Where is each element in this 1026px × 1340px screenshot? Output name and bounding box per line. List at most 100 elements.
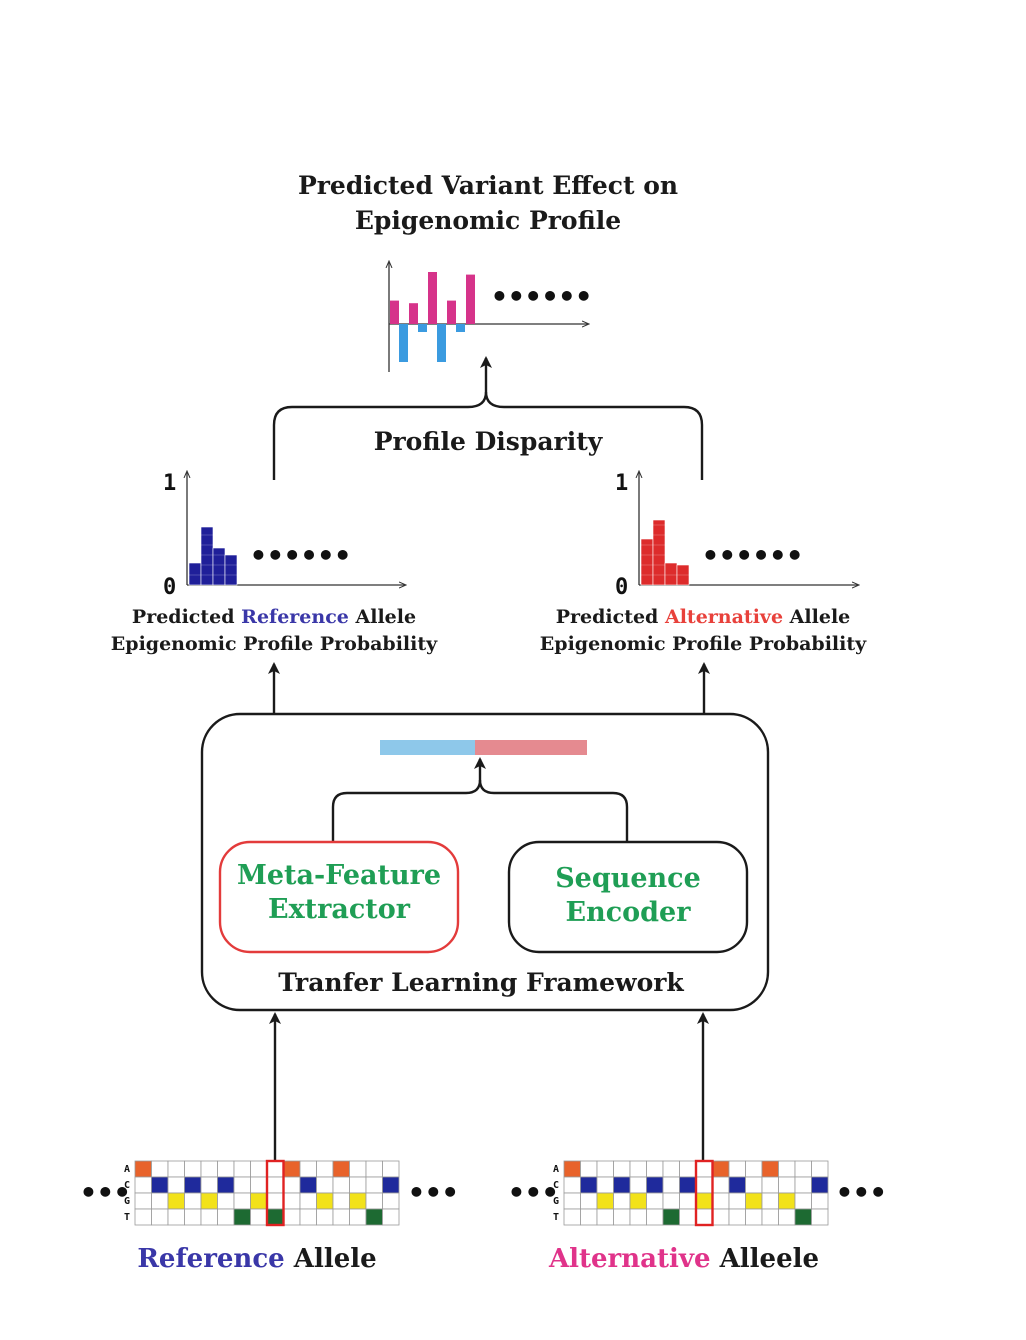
reference-grid-cell	[151, 1176, 169, 1194]
alternative-grid-cell	[712, 1208, 730, 1226]
alternative-grid-cell	[778, 1176, 796, 1194]
reference-allele-suffix: Allele	[285, 1244, 377, 1274]
reference-grid-cell	[184, 1192, 202, 1210]
effect-negative-bar	[399, 324, 408, 362]
reference-grid-cell	[134, 1192, 152, 1210]
reference-grid-cell	[250, 1176, 268, 1194]
reference-caption-line-2: Epigenomic Profile Probability	[111, 633, 438, 655]
profile-disparity-label: Profile Disparity	[374, 427, 604, 456]
reference-y-max: 1	[163, 471, 176, 496]
alternative-probability-bar	[664, 562, 678, 586]
alternative-grid-cell	[778, 1192, 796, 1210]
reference-row-letter: G	[124, 1196, 130, 1207]
reference-grid-cell	[167, 1176, 185, 1194]
alternative-grid-cell	[695, 1160, 713, 1178]
reference-grid-cell	[167, 1208, 185, 1226]
reference-y-min: 0	[163, 575, 176, 600]
reference-grid-cell	[217, 1160, 235, 1178]
encoder-merge-brace	[331, 757, 629, 842]
alternative-grid-cell	[712, 1192, 730, 1210]
reference-grid-cell	[184, 1176, 202, 1194]
reference-grid-cell	[266, 1208, 284, 1226]
reference-grid-cell	[316, 1208, 334, 1226]
title-line-1: Predicted Variant Effect on	[298, 171, 678, 200]
alternative-y-max: 1	[615, 471, 628, 496]
effect-positive-bar	[409, 303, 418, 324]
reference-caption-line-1: Predicted Reference Allele	[132, 606, 416, 628]
reference-probability-bar	[212, 547, 226, 586]
effect-ellipsis: ••••••	[491, 280, 592, 313]
alternative-grid-cell	[728, 1176, 746, 1194]
alternative-grid-cell	[596, 1176, 614, 1194]
alternative-grid-cell	[563, 1160, 581, 1178]
alternative-grid-cell	[811, 1192, 829, 1210]
alternative-grid-cell	[596, 1160, 614, 1178]
reference-grid-cell	[332, 1192, 350, 1210]
alternative-grid-cell	[695, 1208, 713, 1226]
alternative-grid-cell	[761, 1192, 779, 1210]
reference-grid-cell	[151, 1160, 169, 1178]
meta-feature-extractor-box	[218, 840, 460, 954]
reference-allele-highlight: Reference	[137, 1244, 284, 1274]
alternative-probability-bar	[676, 564, 690, 586]
alternative-grid-cell	[629, 1176, 647, 1194]
alternative-grid-cell	[811, 1176, 829, 1194]
reference-allele-label: Reference Allele	[137, 1244, 376, 1274]
effect-negative-bar	[418, 324, 427, 332]
alternative-grid-cell	[646, 1192, 664, 1210]
alternative-grid-cell	[811, 1160, 829, 1178]
alternative-grid-cell	[778, 1208, 796, 1226]
reference-grid-cell	[217, 1192, 235, 1210]
alternative-grid-cell	[629, 1192, 647, 1210]
alternative-grid-cell	[563, 1192, 581, 1210]
sequence-encoder-line-1: Sequence	[555, 863, 701, 894]
alternative-grid-cell	[745, 1208, 763, 1226]
alternative-row-letter: G	[553, 1196, 559, 1207]
alternative-allele-highlight: Alternative	[548, 1244, 711, 1274]
alternative-probability-bar	[640, 538, 654, 586]
alternative-grid-cell	[662, 1208, 680, 1226]
reference-grid-cell	[316, 1192, 334, 1210]
reference-grid-cell	[200, 1208, 218, 1226]
embedding-bar-right	[475, 740, 587, 755]
alternative-grid-cell	[613, 1208, 631, 1226]
alternative-grid-cell	[794, 1160, 812, 1178]
reference-grid-cell	[299, 1176, 317, 1194]
alternative-grid-cell	[712, 1160, 730, 1178]
alternative-grid-cell	[596, 1208, 614, 1226]
reference-caption-highlight: Reference	[241, 606, 349, 628]
alternative-y-min: 0	[615, 575, 628, 600]
alternative-grid-cell	[580, 1208, 598, 1226]
alternative-grid-cell	[761, 1208, 779, 1226]
reference-grid-cell	[316, 1160, 334, 1178]
reference-grid-cell	[233, 1208, 251, 1226]
alternative-grid-cell	[580, 1176, 598, 1194]
alternative-grid-cell	[613, 1160, 631, 1178]
reference-grid-cell	[266, 1192, 284, 1210]
reference-grid-cell	[200, 1176, 218, 1194]
alternative-grid-cell	[646, 1208, 664, 1226]
alternative-grid-cell	[662, 1160, 680, 1178]
alternative-grid-cell	[563, 1208, 581, 1226]
reference-grid-cell	[184, 1208, 202, 1226]
alternative-grid-cell	[728, 1192, 746, 1210]
alternative-grid-cell	[662, 1192, 680, 1210]
reference-grid-cell	[299, 1208, 317, 1226]
alternative-grid-cell	[580, 1160, 598, 1178]
effect-negative-bar	[437, 324, 446, 362]
meta-feature-line-1: Meta-Feature	[237, 860, 441, 891]
alternative-grid-cell	[613, 1192, 631, 1210]
reference-grid-cell	[365, 1208, 383, 1226]
reference-grid-cell	[167, 1160, 185, 1178]
reference-variant-highlight	[265, 1159, 285, 1227]
reference-grid-cell	[217, 1208, 235, 1226]
alternative-grid-cell	[679, 1160, 697, 1178]
reference-grid-cell	[167, 1192, 185, 1210]
alternative-grid-cell	[613, 1176, 631, 1194]
alternative-caption-suffix: Allele	[783, 606, 850, 628]
alternative-chart: 1 0 ••••••	[615, 471, 858, 600]
reference-grid-cell	[332, 1208, 350, 1226]
alternative-caption-line-2: Epigenomic Profile Probability	[540, 633, 867, 655]
alternative-grid-cell	[629, 1160, 647, 1178]
